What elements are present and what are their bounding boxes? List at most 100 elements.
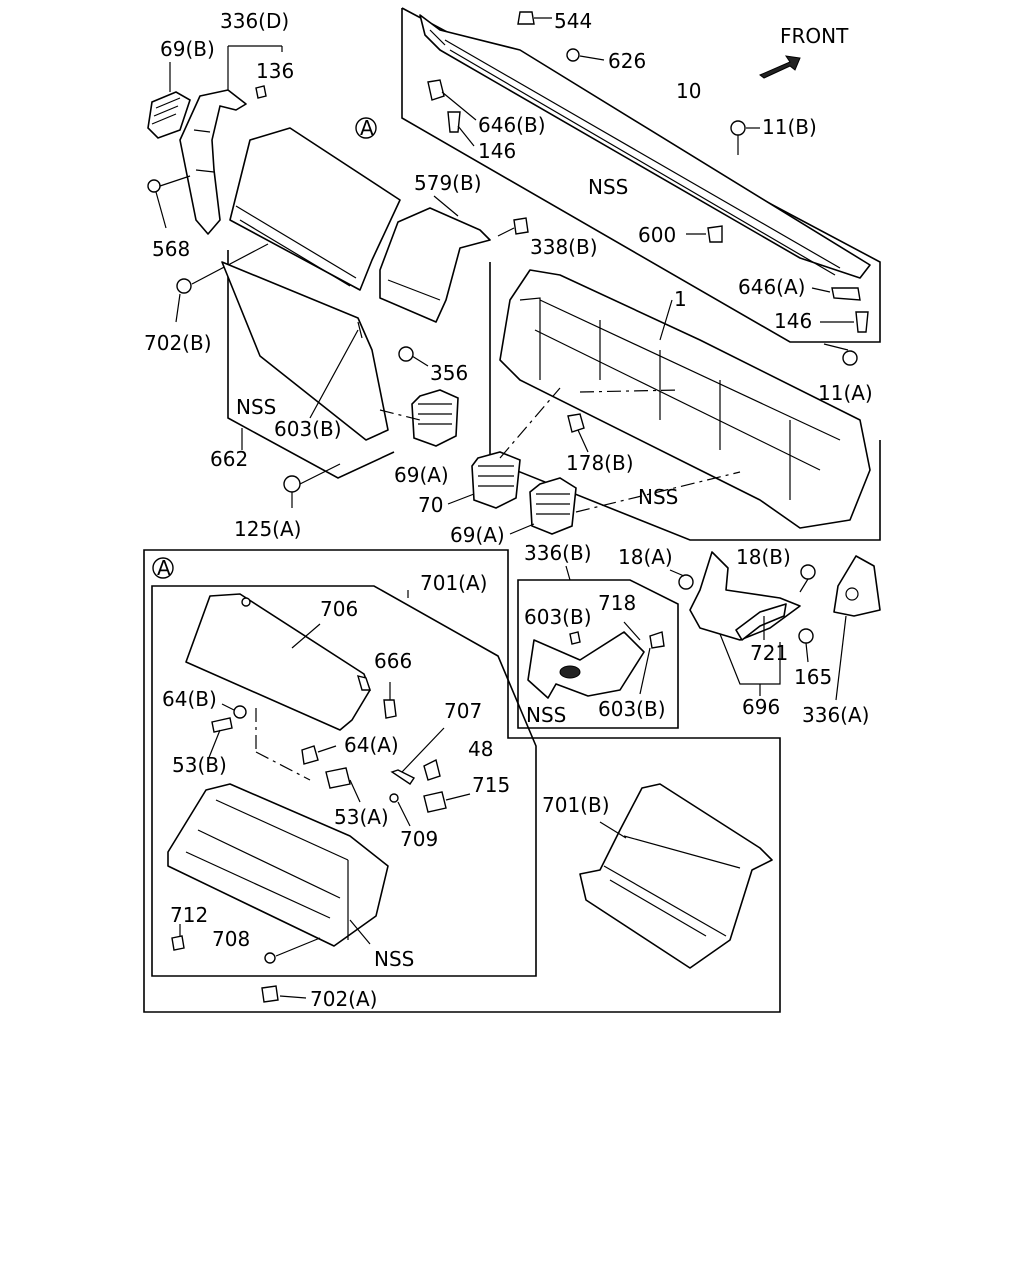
fastener-356: [398, 346, 429, 367]
fastener-146-right: [820, 311, 869, 333]
fastener-338b: [497, 217, 529, 237]
front-indicator: FRONT: [759, 24, 849, 79]
fastener-64b: [221, 703, 247, 719]
label-69b: 69(B): [160, 37, 215, 61]
label-603b-left: 603(B): [274, 417, 342, 441]
label-701b: 701(B): [542, 793, 610, 817]
label-579b: 579(B): [414, 171, 482, 195]
fastener-666: [383, 682, 397, 719]
inset-336b-part: [527, 621, 665, 699]
label-nss-top: NSS: [588, 175, 628, 199]
label-53a: 53(A): [334, 805, 389, 829]
glovebox-lid-706: [185, 593, 371, 731]
label-a-detail: A: [157, 556, 171, 580]
label-146-right: 146: [774, 309, 812, 333]
fastener-11a: [823, 343, 858, 366]
label-nss-left: NSS: [236, 395, 276, 419]
fastener-18b: [799, 564, 816, 593]
label-64b: 64(B): [162, 687, 217, 711]
label-706: 706: [320, 597, 358, 621]
fastener-600: [686, 225, 723, 243]
part-48: [423, 758, 441, 781]
upper-panel-bracket: [401, 7, 881, 343]
fastener-136: [255, 85, 267, 99]
glovebox-701a: [167, 783, 389, 947]
vent-69b: [147, 62, 191, 139]
upper-panel-10: [419, 14, 871, 279]
label-136: 136: [256, 59, 294, 83]
fastener-702a: [261, 985, 307, 1003]
glovebox-701a-box: [151, 585, 537, 977]
section-a-detail-box: [143, 549, 781, 1013]
label-11a: 11(A): [818, 381, 873, 405]
label-69a-2: 69(A): [450, 523, 505, 547]
callout-labels: 336(D) 69(B) 136 568 702(B) A 579(B) 338…: [144, 9, 873, 1011]
label-600: 600: [638, 223, 676, 247]
side-cover-336d: [179, 89, 247, 235]
trim-721: [735, 603, 787, 641]
label-715: 715: [472, 773, 510, 797]
label-70: 70: [418, 493, 443, 517]
label-10: 10: [676, 79, 701, 103]
fastener-146-top: [447, 111, 475, 147]
fastener-178b: [567, 413, 589, 453]
label-336b: 336(B): [524, 541, 592, 565]
label-53b: 53(B): [172, 753, 227, 777]
bracket-662: [227, 250, 395, 479]
fastener-125a: [283, 463, 341, 508]
label-336d: 336(D): [220, 9, 289, 33]
part-715: [423, 791, 471, 813]
fastener-707: [390, 727, 445, 785]
fastener-64a: [301, 745, 337, 765]
fastener-568: [147, 175, 191, 229]
label-178b: 178(B): [566, 451, 634, 475]
label-a-top: A: [360, 116, 374, 140]
fastener-709: [389, 793, 411, 827]
label-48: 48: [468, 737, 493, 761]
fastener-626: [566, 48, 605, 62]
vent-70: [447, 451, 521, 509]
label-709: 709: [400, 827, 438, 851]
bracket-579b: [379, 195, 491, 323]
label-338b: 338(B): [530, 235, 598, 259]
vent-69a-1: [411, 389, 459, 447]
leader-1: [659, 299, 673, 341]
label-356: 356: [430, 361, 468, 385]
label-18a: 18(A): [618, 545, 673, 569]
fastener-712: [171, 924, 185, 951]
fastener-11b: [730, 120, 760, 155]
label-165: 165: [794, 665, 832, 689]
main-panel-bracket: [489, 262, 881, 541]
label-718: 718: [598, 591, 636, 615]
label-702a: 702(A): [310, 987, 377, 1011]
label-nss-detail: NSS: [374, 947, 414, 971]
fastener-646b: [427, 79, 477, 121]
label-696: 696: [742, 695, 780, 719]
latch-53a: [325, 767, 361, 803]
label-707: 707: [444, 699, 482, 723]
glovebox-assembly-top: [229, 117, 401, 291]
fastener-544: [517, 11, 552, 25]
instrument-panel-1: [499, 269, 871, 529]
fastener-646a: [811, 287, 861, 301]
label-544: 544: [554, 9, 592, 33]
label-69a-1: 69(A): [394, 463, 449, 487]
label-18b: 18(B): [736, 545, 791, 569]
label-336a: 336(A): [802, 703, 869, 727]
label-603b-b: 603(B): [598, 697, 666, 721]
label-568: 568: [152, 237, 190, 261]
label-nss-mid: NSS: [638, 485, 678, 509]
label-712: 712: [170, 903, 208, 927]
glovebox-701b: [579, 783, 773, 969]
label-721: 721: [750, 641, 788, 665]
label-603b-a: 603(B): [524, 605, 592, 629]
label-125a: 125(A): [234, 517, 301, 541]
label-1: 1: [674, 287, 687, 311]
fastener-165: [798, 628, 814, 663]
label-nss-inset: NSS: [526, 703, 566, 727]
fastener-702b: [175, 243, 269, 323]
label-64a: 64(A): [344, 733, 399, 757]
label-662: 662: [210, 447, 248, 471]
label-646b: 646(B): [478, 113, 546, 137]
vent-69a-2: [509, 477, 577, 535]
